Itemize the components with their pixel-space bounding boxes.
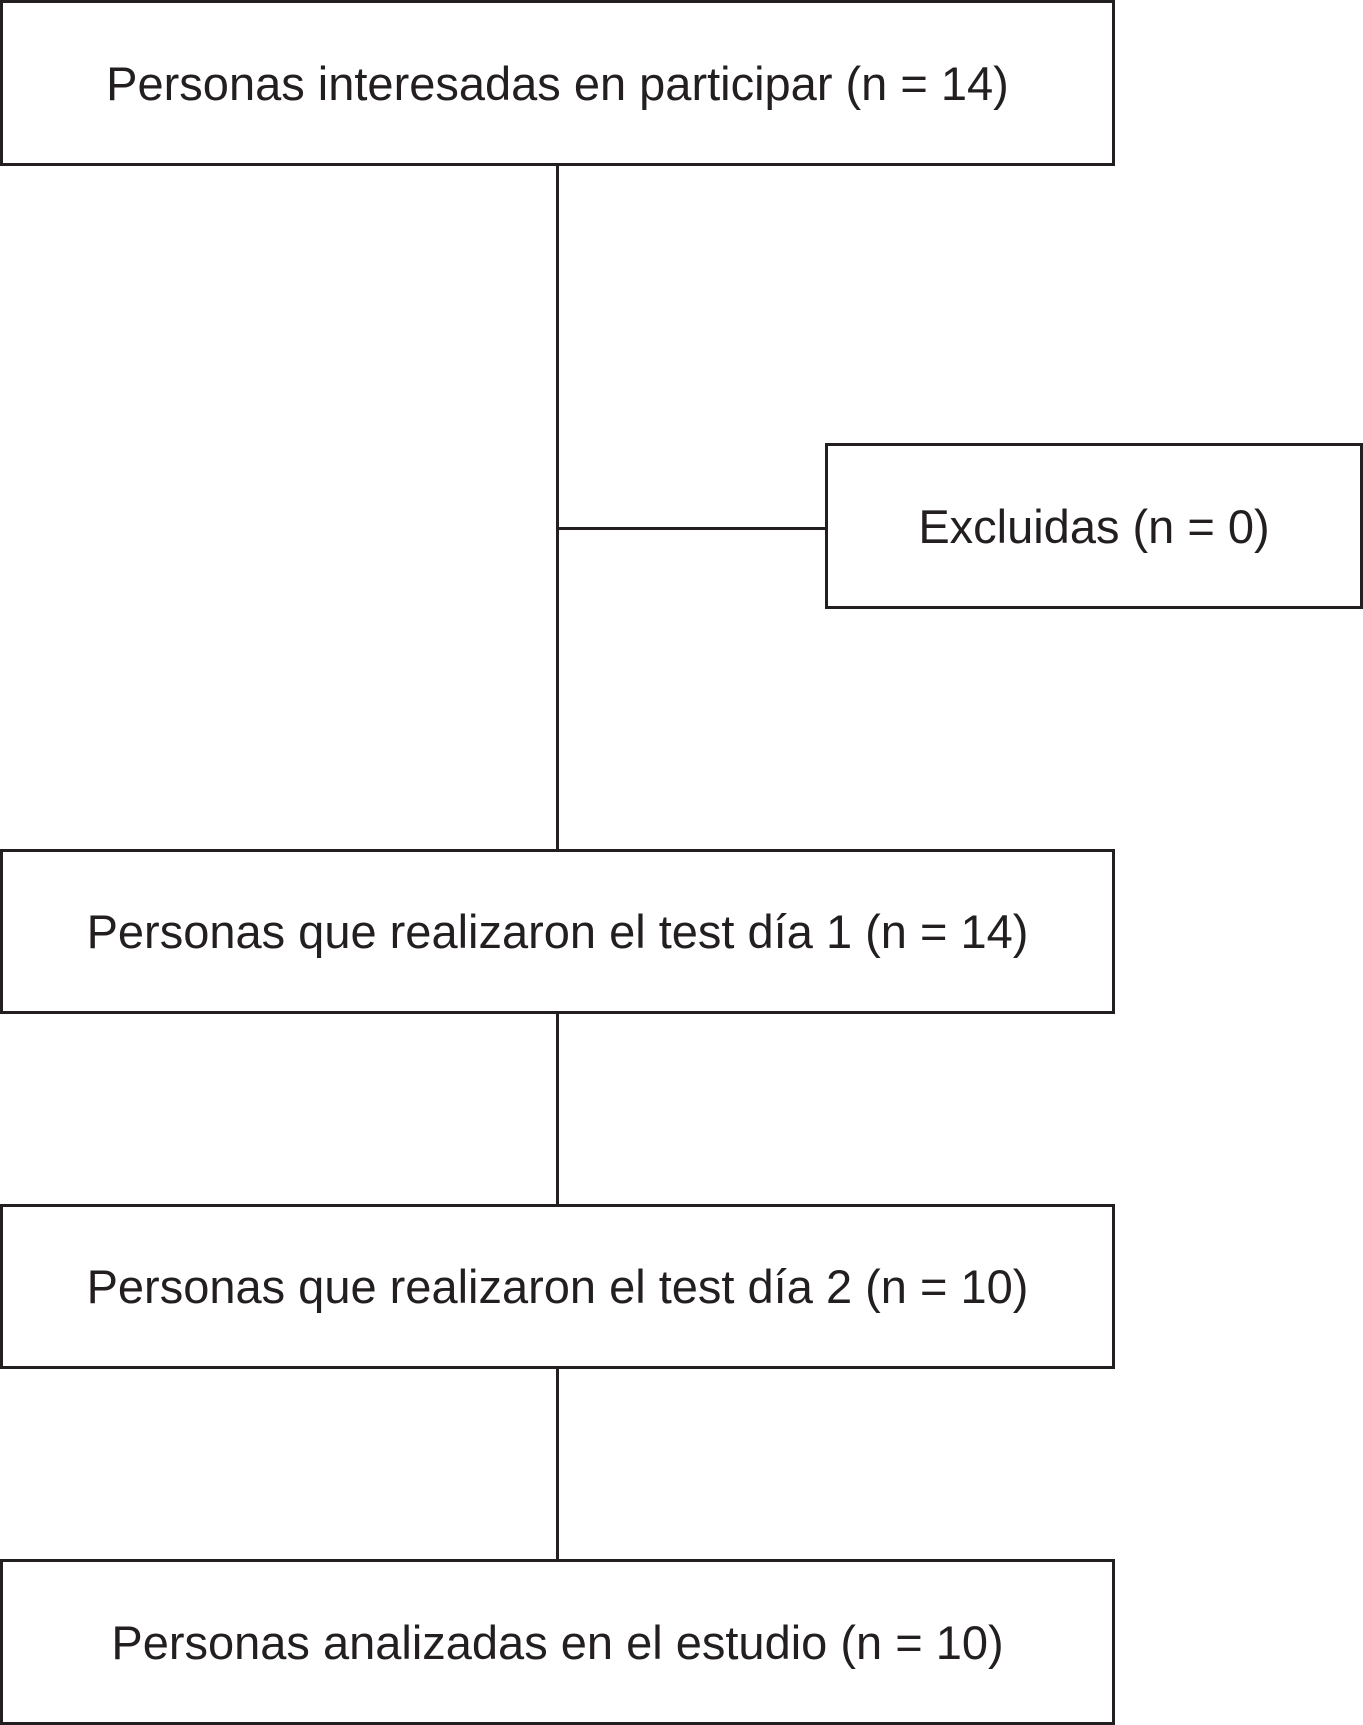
box-interested-participants: Personas interesadas en participar (n = …	[0, 0, 1115, 166]
box-excluded: Excluidas (n = 0)	[825, 443, 1363, 609]
connector-day2-to-analyzed	[556, 1366, 559, 1562]
connector-day1-to-day2	[556, 1011, 559, 1207]
box-test-day-2: Personas que realizaron el test día 2 (n…	[0, 1204, 1115, 1369]
box-interested-label: Personas interesadas en participar (n = …	[106, 56, 1009, 110]
box-excluded-label: Excluidas (n = 0)	[918, 499, 1270, 553]
box-analyzed-label: Personas analizadas en el estudio (n = 1…	[111, 1615, 1004, 1669]
box-test-day-2-label: Personas que realizaron el test día 2 (n…	[86, 1260, 1029, 1313]
box-analyzed: Personas analizadas en el estudio (n = 1…	[0, 1559, 1115, 1725]
box-test-day-1: Personas que realizaron el test día 1 (n…	[0, 849, 1115, 1014]
connector-to-excluded	[556, 527, 828, 530]
box-test-day-1-label: Personas que realizaron el test día 1 (n…	[86, 905, 1029, 958]
connector-main-vertical	[556, 163, 559, 852]
